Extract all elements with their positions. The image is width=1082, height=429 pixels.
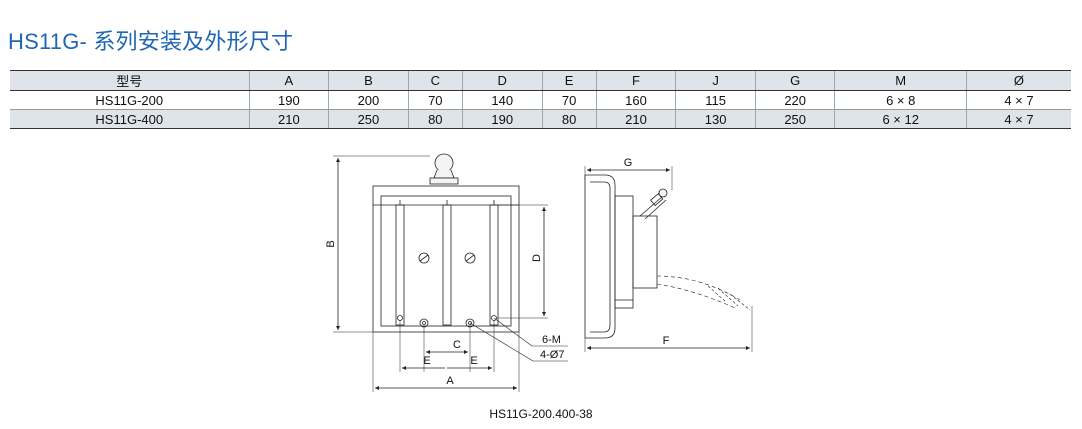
table-cell: 140 <box>461 90 542 110</box>
table-cell: 160 <box>595 90 676 110</box>
col-header-c: C <box>407 70 463 91</box>
table-cell: 6 × 8 <box>834 90 967 110</box>
side-view: G F <box>584 157 753 352</box>
table-cell: 250 <box>754 109 835 129</box>
col-header-diameter: Ø <box>965 70 1071 91</box>
table-cell: 250 <box>328 109 409 129</box>
dim-label-f: F <box>663 335 670 347</box>
table-cell: 4 × 7 <box>965 109 1071 129</box>
col-header-d: D <box>461 70 542 91</box>
table-cell: 220 <box>754 90 835 110</box>
table-header-row: 型号 A B C D E F J G M Ø <box>10 70 1071 91</box>
dimension-table: 型号 A B C D E F J G M Ø HS11G-200 190 200… <box>10 70 1071 129</box>
dim-label-e-right: E <box>470 355 477 367</box>
dim-label-g: G <box>624 157 633 169</box>
dim-label-d: D <box>531 254 543 262</box>
holes-m-label: 6-M <box>542 334 561 346</box>
table-row: HS11G-400 210 250 80 190 80 210 130 250 … <box>10 109 1071 129</box>
dim-label-c: C <box>453 339 461 351</box>
col-header-e: E <box>541 70 597 91</box>
col-header-j: J <box>675 70 756 91</box>
table-cell: 130 <box>675 109 756 129</box>
table-cell: HS11G-400 <box>10 109 250 129</box>
holes-diameter-label: 4-Ø7 <box>540 349 564 361</box>
table-cell: 4 × 7 <box>965 90 1071 110</box>
table-cell: 80 <box>541 109 597 129</box>
table-cell: 190 <box>461 109 542 129</box>
table-cell: 70 <box>407 90 463 110</box>
dim-label-a: A <box>446 375 454 387</box>
table-cell: 6 × 12 <box>834 109 967 129</box>
dim-label-b: B <box>325 240 337 247</box>
front-view: B D C E E A 6-M 4-Ø7 <box>325 153 568 392</box>
dim-label-e-left: E <box>423 355 430 367</box>
col-header-a: A <box>248 70 329 91</box>
col-header-m: M <box>834 70 967 91</box>
col-header-f: F <box>595 70 676 91</box>
technical-drawing: B D C E E A 6-M 4-Ø7 G <box>325 153 753 392</box>
table-cell: 70 <box>541 90 597 110</box>
drawing-caption: HS11G-200.400-38 <box>489 407 593 421</box>
col-header-b: B <box>328 70 409 91</box>
table-row: HS11G-200 190 200 70 140 70 160 115 220 … <box>10 90 1071 110</box>
col-header-g: G <box>754 70 835 91</box>
page-title: HS11G- 系列安装及外形尺寸 <box>8 29 294 54</box>
table-cell: 200 <box>328 90 409 110</box>
table-cell: 210 <box>595 109 676 129</box>
table-cell: 210 <box>248 109 329 129</box>
table-cell: 190 <box>248 90 329 110</box>
col-header-model: 型号 <box>10 70 250 91</box>
table-cell: 115 <box>675 90 756 110</box>
table-cell: 80 <box>407 109 463 129</box>
table-cell: HS11G-200 <box>10 90 250 110</box>
